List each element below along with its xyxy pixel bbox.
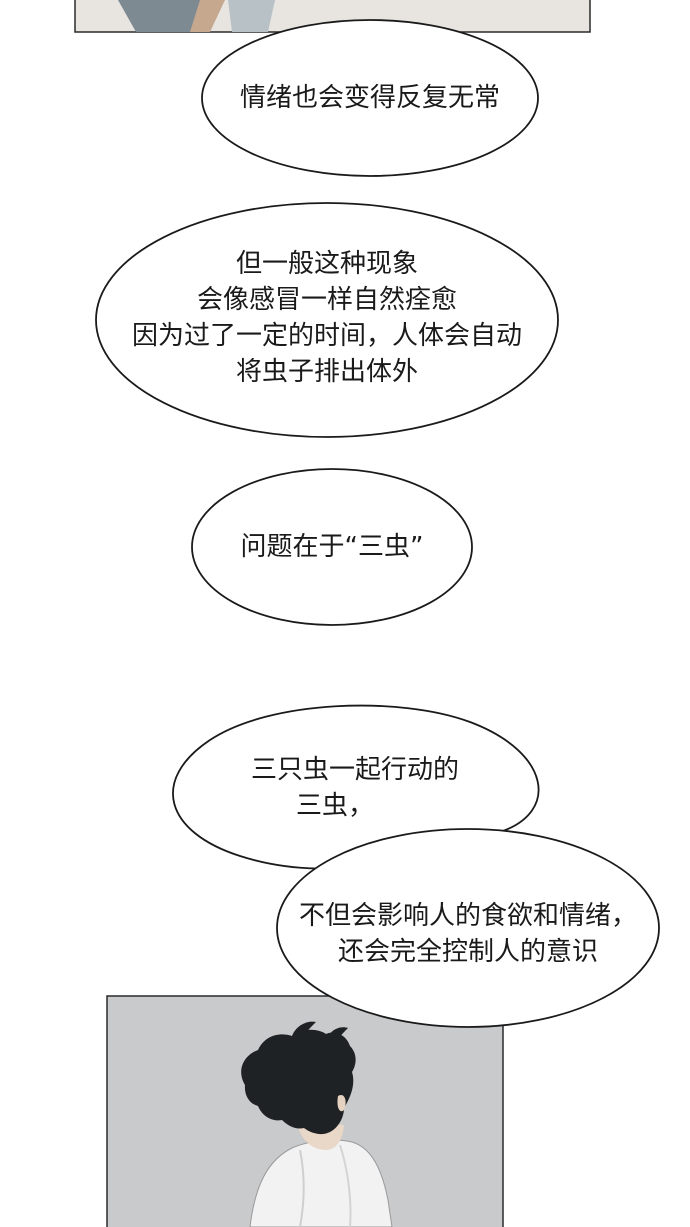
bubble-2-line-3: 因为过了一定的时间，人体会自动 (131, 321, 522, 351)
speech-bubble-1 (201, 19, 539, 177)
bubble-5-text: 不但会影响人的食欲和情绪， 还会完全控制人的意识 (282, 898, 654, 970)
speech-bubble-3 (191, 468, 473, 626)
bubble-1-text: 情绪也会变得反复无常 (202, 80, 538, 116)
bubble-4-line-2: 三虫， (295, 791, 374, 821)
bubble-2-text: 但一般这种现象 会像感冒一样自然痊愈 因为过了一定的时间，人体会自动 将虫子排出… (96, 246, 558, 390)
bubble-3-text: 问题在于“三虫” (192, 529, 472, 565)
bubble-2-line-2: 会像感冒一样自然痊愈 (196, 285, 457, 315)
character-panel (106, 995, 504, 1227)
bubble-1-line-1: 情绪也会变得反复无常 (239, 83, 500, 113)
bubble-2-line-4: 将虫子排出体外 (235, 357, 418, 387)
speech-bubble-2 (95, 202, 559, 438)
speech-bubble-5 (276, 828, 660, 1028)
bubble-5-line-2: 还会完全控制人的意识 (337, 937, 598, 967)
bubble-4-text: 三只虫一起行动的 三虫， (210, 752, 500, 824)
bubble-2-line-1: 但一般这种现象 (235, 249, 418, 279)
bubble-5-line-1: 不但会影响人的食欲和情绪， (298, 901, 637, 931)
bubble-4-line-1: 三只虫一起行动的 (250, 755, 459, 785)
bubble-3-line-1: 问题在于“三虫” (240, 532, 424, 562)
